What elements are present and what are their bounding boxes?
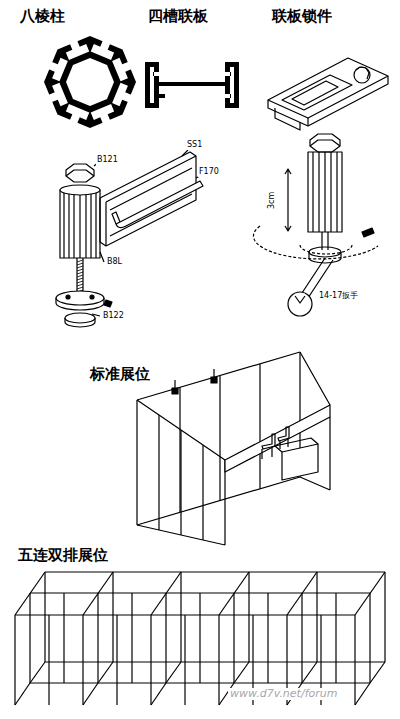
five-unit-double-row-booth <box>15 572 385 705</box>
slot-cut <box>91 104 117 126</box>
thread-line <box>77 272 83 274</box>
slot-cut <box>91 38 117 60</box>
frame-line <box>63 593 64 683</box>
frame-line <box>384 572 385 662</box>
frame-line <box>165 593 166 683</box>
tool-label: 14-17扳手 <box>318 292 359 301</box>
frame-line <box>112 572 113 662</box>
thread-line <box>77 266 83 268</box>
frame-line <box>218 615 219 705</box>
slot-cut <box>46 83 68 109</box>
post-slot <box>91 104 117 126</box>
frame-line <box>82 615 83 705</box>
frame-line <box>370 662 385 683</box>
thread-line <box>77 278 83 280</box>
post-slot <box>112 55 134 81</box>
frame-line <box>180 572 181 662</box>
frame-line <box>116 615 117 705</box>
thread-line <box>77 263 83 265</box>
frame-line <box>184 615 185 705</box>
dimension: 3cm <box>268 191 277 210</box>
frame-line <box>199 593 200 683</box>
thread-line <box>77 275 83 277</box>
callout-number: B8L <box>106 258 123 267</box>
frame-line <box>369 593 370 683</box>
frame-line <box>14 615 15 705</box>
frame-line <box>335 593 336 683</box>
frame-line <box>30 662 45 683</box>
frame-line <box>166 662 181 683</box>
thread-line <box>77 281 83 283</box>
four-slot-beam-profile <box>145 62 239 108</box>
frame-line <box>234 662 249 683</box>
watermark: www.d7v.net/forum <box>228 688 339 700</box>
post-slot <box>46 83 68 109</box>
frame-line <box>316 572 317 662</box>
thread-line <box>77 269 83 271</box>
post-core <box>66 58 114 106</box>
section-heading: 五连双排展位 <box>18 547 108 564</box>
frame-line <box>301 593 302 683</box>
frame-line <box>355 683 370 705</box>
slot-cut <box>46 55 68 81</box>
slot-cut <box>112 83 134 109</box>
callout-number: SS1 <box>186 141 203 150</box>
frame-line <box>48 615 49 705</box>
thread-line <box>77 284 83 286</box>
frame-line <box>302 662 317 683</box>
frame-line <box>354 615 355 705</box>
frame-line <box>267 593 268 683</box>
section-heading: 标准展位 <box>90 366 150 383</box>
frame-line <box>44 572 45 662</box>
frame-line <box>45 571 385 572</box>
frame-line <box>150 615 151 705</box>
frame-line <box>83 683 98 705</box>
post-slot <box>63 104 89 126</box>
part-heading: 四槽联板 <box>148 8 208 25</box>
slot-cut <box>63 38 89 60</box>
post-slot <box>112 83 134 109</box>
callout-number: B121 <box>96 156 119 165</box>
thread-line <box>77 260 83 262</box>
frame-line <box>29 593 30 683</box>
slot-cut <box>63 104 89 126</box>
post-slot <box>91 38 117 60</box>
frame-line <box>97 593 98 683</box>
thread-line <box>77 287 83 289</box>
post-outline <box>44 36 136 128</box>
part-heading: 八棱柱 <box>20 8 65 25</box>
standard-booth <box>137 352 330 545</box>
frame-line <box>98 662 113 683</box>
lock-piece <box>268 58 388 130</box>
callout-number: B122 <box>102 312 125 321</box>
callout-number: F170 <box>198 168 220 177</box>
frame-line <box>131 593 132 683</box>
frame-line <box>233 593 234 683</box>
frame-line <box>248 572 249 662</box>
frame-line <box>151 683 166 705</box>
slot-cut <box>112 55 134 81</box>
column-with-wrench <box>253 134 378 316</box>
post-slot <box>46 55 68 81</box>
post-slot <box>63 38 89 60</box>
part-heading: 联板锁件 <box>272 8 332 25</box>
octagon-post-profile <box>44 36 136 128</box>
frame-line <box>15 683 30 705</box>
frame-line <box>45 661 385 662</box>
